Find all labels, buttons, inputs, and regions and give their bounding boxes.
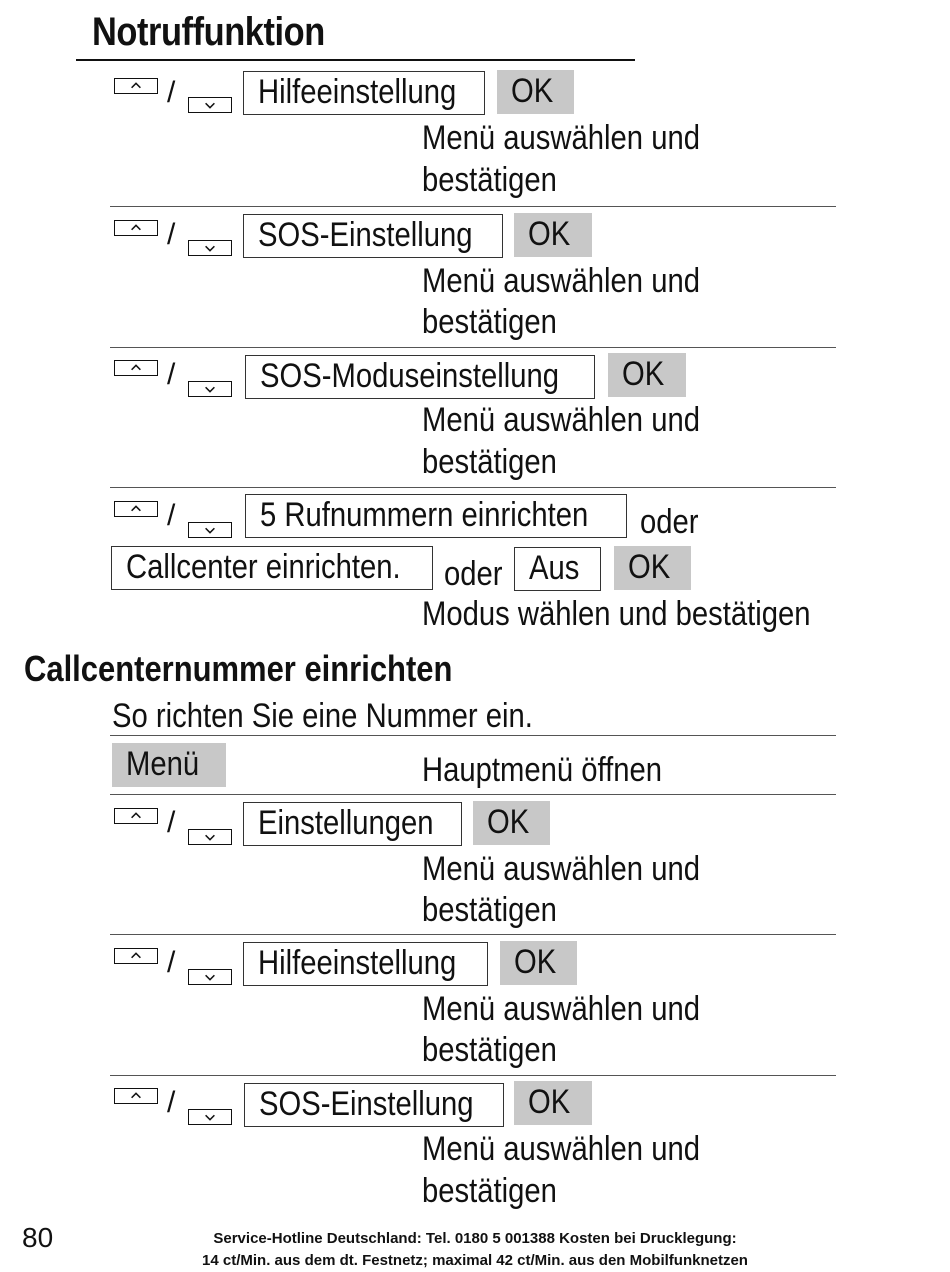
page-number: 80 (22, 1222, 54, 1253)
step-divider (110, 934, 836, 935)
title-divider (76, 59, 635, 61)
section-intro: So richten Sie eine Nummer ein. (112, 697, 533, 735)
arrow-up-key-icon[interactable] (114, 948, 158, 964)
step-description: Menü auswählen und (422, 1130, 700, 1168)
slash-separator: / (167, 806, 176, 839)
arrow-down-key-icon[interactable] (188, 829, 232, 845)
step-description: bestätigen (422, 443, 557, 481)
or-label: oder (640, 503, 699, 541)
display-sos-einstellung: SOS-Einstellung (244, 1083, 504, 1127)
arrow-down-key-icon[interactable] (188, 1109, 232, 1125)
slash-separator: / (167, 218, 176, 251)
step-divider (110, 794, 836, 795)
arrow-down-key-icon[interactable] (188, 381, 232, 397)
arrow-down-key-icon[interactable] (188, 969, 232, 985)
arrow-up-key-icon[interactable] (114, 360, 158, 376)
step-divider (110, 1075, 836, 1076)
or-label: oder (444, 555, 503, 593)
step-divider (110, 487, 836, 488)
step-description: bestätigen (422, 303, 557, 341)
display-option-callcenter: Callcenter einrichten. (111, 546, 433, 590)
display-option-aus: Aus (514, 547, 601, 591)
display-hilfeeinstellung: Hilfeeinstellung (243, 942, 488, 986)
ok-button[interactable]: OK (514, 1081, 592, 1125)
display-hilfeeinstellung: Hilfeeinstellung (243, 71, 485, 115)
step-description: Menü auswählen und (422, 401, 700, 439)
page-title: Notruffunktion (92, 10, 325, 54)
step-description: bestätigen (422, 1172, 557, 1210)
step-description: Menü auswählen und (422, 262, 700, 300)
arrow-up-key-icon[interactable] (114, 220, 158, 236)
footer-line: Service-Hotline Deutschland: Tel. 0180 5… (213, 1230, 737, 1247)
slash-separator: / (167, 76, 176, 109)
ok-button[interactable]: OK (614, 546, 691, 590)
footer-line: 14 ct/Min. aus dem dt. Festnetz; maximal… (202, 1252, 748, 1269)
arrow-up-key-icon[interactable] (114, 78, 158, 94)
arrow-up-key-icon[interactable] (114, 501, 158, 517)
footer-hotline: Service-Hotline Deutschland: Tel. 0180 5… (150, 1228, 800, 1272)
step-description: Hauptmenü öffnen (422, 751, 663, 789)
display-sos-einstellung: SOS-Einstellung (243, 214, 503, 258)
step-divider (110, 206, 836, 207)
step-description: bestätigen (422, 891, 557, 929)
section-heading: Callcenternummer einrichten (24, 648, 453, 689)
arrow-down-key-icon[interactable] (188, 240, 232, 256)
step-divider (110, 347, 836, 348)
ok-button[interactable]: OK (473, 801, 550, 845)
ok-button[interactable]: OK (608, 353, 686, 397)
slash-separator: / (167, 358, 176, 391)
step-description: Menü auswählen und (422, 850, 700, 888)
arrow-up-key-icon[interactable] (114, 1088, 158, 1104)
ok-button[interactable]: OK (497, 70, 574, 114)
arrow-down-key-icon[interactable] (188, 522, 232, 538)
step-description: bestätigen (422, 161, 557, 199)
slash-separator: / (167, 499, 176, 532)
step-description: Menü auswählen und (422, 119, 700, 157)
ok-button[interactable]: OK (514, 213, 592, 257)
step-divider (110, 735, 836, 736)
step-description: Modus wählen und bestätigen (422, 595, 811, 633)
slash-separator: / (167, 946, 176, 979)
step-description: bestätigen (422, 1031, 557, 1069)
step-description: Menü auswählen und (422, 990, 700, 1028)
display-option-5-rufnummern: 5 Rufnummern einrichten (245, 494, 627, 538)
menu-button[interactable]: Menü (112, 743, 226, 787)
arrow-up-key-icon[interactable] (114, 808, 158, 824)
display-sos-moduseinstellung: SOS-Moduseinstellung (245, 355, 595, 399)
slash-separator: / (167, 1086, 176, 1119)
display-einstellungen: Einstellungen (243, 802, 462, 846)
ok-button[interactable]: OK (500, 941, 577, 985)
arrow-down-key-icon[interactable] (188, 97, 232, 113)
